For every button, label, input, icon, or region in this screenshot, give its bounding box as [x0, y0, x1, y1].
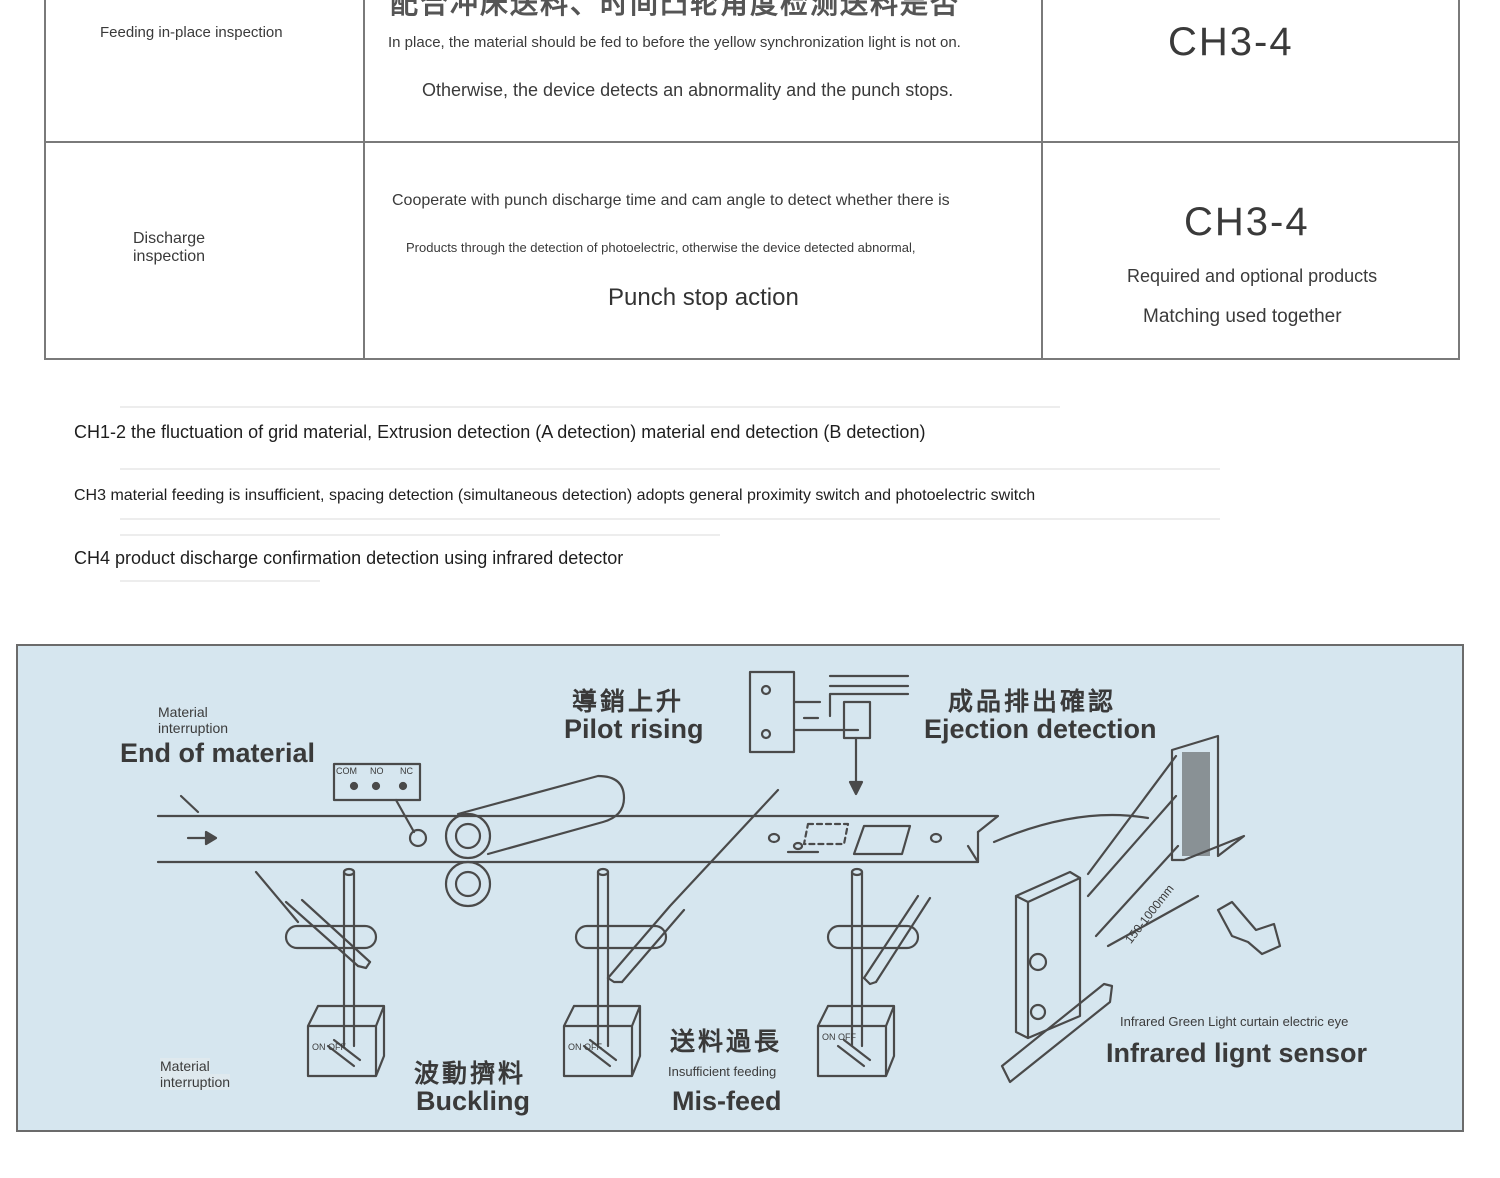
switch-roller: [408, 828, 428, 848]
roller-top-hub: [454, 822, 482, 850]
infrared-sensor-label: Infrared lignt sensor: [1106, 1038, 1368, 1068]
row2-item-line2: inspection: [133, 248, 206, 265]
on-off-label: ON OFF: [822, 1032, 856, 1042]
ejection-cn: 成品排出確認: [948, 688, 1117, 716]
roller-bottom: [444, 860, 492, 908]
table-border-bottom: [44, 358, 1460, 360]
micro-switch-body: [332, 762, 422, 802]
row2-remark1: Required and optional products: [1127, 266, 1378, 286]
row2-item-line1: Discharge: [133, 230, 206, 247]
row2-channel: CH3-4: [1184, 200, 1310, 244]
table-border-left: [44, 0, 46, 360]
pilot-rising-label: Pilot rising: [564, 714, 704, 744]
strip-hole: [792, 841, 804, 851]
strip-hole: [767, 832, 781, 844]
table-border-right: [1458, 0, 1460, 360]
switch-lever: [394, 798, 416, 834]
strip-hole: [929, 832, 943, 844]
pilot-rising-cn: 導銷上升: [572, 688, 685, 716]
material-interruption-bottom-1: Material: [160, 1058, 210, 1074]
buckling-cn: 波動擠料: [414, 1060, 527, 1088]
infrared-lens: [1029, 1003, 1047, 1021]
infrared-lens: [1028, 952, 1048, 972]
table-row-divider: [44, 141, 1460, 143]
faded-line: [120, 518, 1220, 520]
ejection-pin-head: [848, 780, 864, 796]
strip-cutout: [852, 824, 912, 856]
on-off-label: ON OFF: [568, 1042, 602, 1052]
sensor-stand-1: [254, 867, 386, 1078]
ejection-detection-label: Ejection detection: [924, 714, 1157, 744]
roller-sleeve: [456, 774, 626, 856]
switch-com-label: COM: [336, 766, 357, 776]
roller-top: [444, 812, 492, 860]
buckling-label: Buckling: [416, 1086, 531, 1116]
row1-desc-line2: Otherwise, the device detects an abnorma…: [422, 80, 954, 100]
diagram-drawing: [156, 670, 1282, 1084]
misfeed-cn: 送料過長: [670, 1028, 783, 1056]
ejection-switch-screw: [760, 684, 772, 696]
pointer-line: [179, 794, 200, 814]
ejection-switch-screw: [760, 728, 772, 740]
sensor-diagram: COM NO NC ON OFF ON OFF ON OFF 150-1000m…: [16, 644, 1464, 1132]
beam-curve: [992, 813, 1150, 844]
note-ch1-2: CH1-2 the fluctuation of grid material, …: [74, 422, 926, 442]
switch-terminal: [349, 781, 359, 791]
ejection-block: [842, 700, 872, 740]
bracket-part: [1216, 900, 1282, 956]
material-interruption-bottom-2: interruption: [160, 1074, 231, 1090]
faded-line: [120, 534, 720, 536]
switch-nc-label: NC: [400, 766, 413, 776]
strip-cutout: [802, 822, 850, 846]
roller-bottom-hub: [454, 870, 482, 898]
misfeed-label: Mis-feed: [672, 1086, 782, 1116]
row2-desc-line3: Punch stop action: [608, 284, 799, 311]
row2-remark2: Matching used together: [1143, 306, 1342, 327]
inspection-table: [44, 0, 1460, 360]
infrared-curtain-label: Infrared Green Light curtain electric ey…: [1120, 1014, 1349, 1029]
material-interruption-top-2: interruption: [158, 720, 229, 736]
ejection-bracket: [792, 674, 910, 732]
row2-desc-line2: Products through the detection of photoe…: [406, 240, 916, 255]
table-col-divider: [363, 0, 365, 360]
note-ch4: CH4 product discharge confirmation detec…: [74, 548, 624, 568]
switch-terminal: [371, 781, 381, 791]
light-curtain-grid: [1182, 752, 1210, 856]
switch-no-label: NO: [370, 766, 384, 776]
sensor-stand-2: [562, 788, 780, 1078]
ejection-switch: [748, 670, 796, 754]
infrared-sensor-face: [1014, 876, 1082, 1040]
end-of-material-label: End of material: [120, 738, 316, 768]
infrared-sensor: [1014, 870, 1082, 1040]
infrared-base: [1000, 982, 1114, 1084]
feed-arrow-head: [204, 830, 218, 846]
row2-desc-line1: Cooperate with punch discharge time and …: [392, 192, 950, 209]
note-ch3: CH3 material feeding is insufficient, sp…: [74, 487, 1036, 504]
table-col-divider: [1041, 0, 1043, 360]
material-interruption-top-1: Material: [158, 704, 208, 720]
row1-desc-line1: In place, the material should be fed to …: [388, 34, 961, 51]
faded-line: [120, 406, 1060, 408]
insufficient-feeding-label: Insufficient feeding: [668, 1064, 777, 1079]
faded-line: [120, 580, 320, 582]
sensor-stand-3: [816, 867, 932, 1078]
row1-channel: CH3-4: [1168, 20, 1294, 64]
on-off-label: ON OFF: [312, 1042, 346, 1052]
switch-terminal: [398, 781, 408, 791]
clipped-header-chinese: 配合冲床送料、时间凸轮角度检测送料是否: [390, 0, 961, 19]
row1-item: Feeding in-place inspection: [100, 24, 283, 41]
light-curtain-frame: [1170, 734, 1246, 862]
faded-line: [120, 468, 1220, 470]
